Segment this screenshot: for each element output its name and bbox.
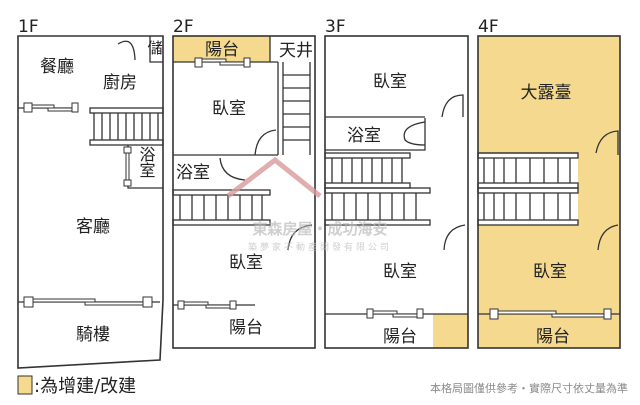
door-icon xyxy=(117,40,136,61)
watermark-brand: 東森房屋・成功海安 xyxy=(252,220,387,238)
added-area-3f xyxy=(433,314,468,348)
stairs-icon xyxy=(324,152,431,226)
room-label-bedroom: 臥室 xyxy=(212,99,246,119)
room-label-bathroom: 浴室 xyxy=(137,146,156,178)
door-icon xyxy=(443,224,466,251)
room-label-balcony: 陽台 xyxy=(383,327,417,347)
watermark: 東森房屋・成功海安 築夢家不動產開發有限公司 xyxy=(226,156,392,253)
stairs-icon xyxy=(172,189,271,226)
floor-2f: 陽台 天井 臥室 浴室 臥室 陽台 xyxy=(172,35,316,349)
room-label-bathroom: 浴室 xyxy=(176,163,210,183)
stairs-icon xyxy=(89,107,164,146)
room-label-terrace: 大露臺 xyxy=(521,83,572,103)
room-label-bedroom: 臥室 xyxy=(229,253,263,273)
room-label-dining: 餐廳 xyxy=(40,57,74,77)
room-label-atrium: 天井 xyxy=(279,41,313,61)
room-label-bedroom: 臥室 xyxy=(533,262,567,282)
legend-swatch xyxy=(17,375,33,395)
window-icon xyxy=(177,300,237,310)
door-icon xyxy=(287,224,313,251)
watermark-company: 築夢家不動產開發有限公司 xyxy=(248,241,392,253)
floor-1f: 餐廳 廚房 儲 浴室 客廳 騎樓 xyxy=(17,35,164,369)
floor-label-1f: 1F xyxy=(18,17,39,37)
door-icon xyxy=(595,130,619,155)
stairs-icon xyxy=(477,152,579,226)
window-icon xyxy=(23,296,153,308)
window-icon xyxy=(366,308,424,319)
floor-label-3f: 3F xyxy=(325,17,346,37)
door-icon xyxy=(219,157,246,181)
room-label-balcony: 陽台 xyxy=(536,327,570,347)
window-icon xyxy=(23,102,79,113)
floor-3f: 臥室 浴室 臥室 陽台 xyxy=(324,35,469,349)
floor-4f: 大露臺 臥室 陽台 xyxy=(477,35,621,349)
room-label-living: 客廳 xyxy=(76,217,110,237)
room-label-kitchen: 廚房 xyxy=(103,72,137,93)
room-label-storage: 儲 xyxy=(147,39,162,57)
room-label-balcony: 陽台 xyxy=(205,40,239,60)
door-icon xyxy=(403,121,426,146)
disclaimer-note: 本格局圖僅供參考・實際尺寸依丈量為準 xyxy=(430,381,628,395)
floor-label-4f: 4F xyxy=(478,17,499,37)
stairs-icon xyxy=(277,62,311,155)
door-icon xyxy=(254,129,277,156)
floor-label-2f: 2F xyxy=(173,17,194,37)
house-logo-icon xyxy=(226,156,322,198)
room-label-bedroom: 臥室 xyxy=(383,262,417,282)
window-icon xyxy=(489,308,612,320)
room-label-arcade: 騎樓 xyxy=(76,325,110,345)
room-label-bedroom: 臥室 xyxy=(373,72,407,92)
added-balcony-2f xyxy=(173,36,270,62)
room-label-balcony: 陽台 xyxy=(229,318,263,338)
window-icon xyxy=(123,146,132,187)
door-icon xyxy=(597,224,619,251)
legend-text: :為增建/改建 xyxy=(34,376,136,397)
window-icon xyxy=(194,57,251,68)
room-label-bathroom: 浴室 xyxy=(347,126,381,146)
door-icon xyxy=(441,94,464,118)
